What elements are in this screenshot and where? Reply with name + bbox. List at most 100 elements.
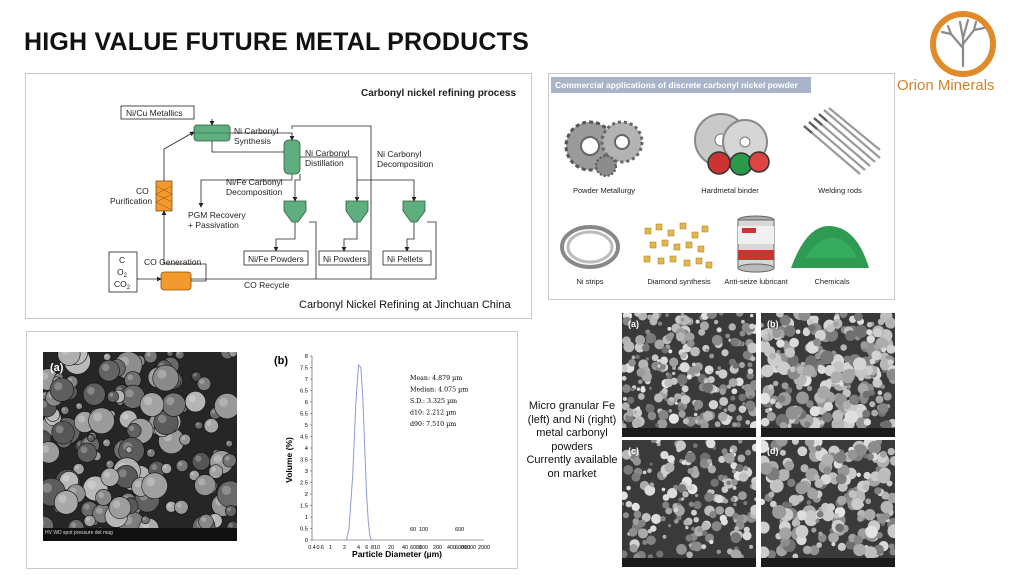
feed-label: Ni/Cu Metallics xyxy=(126,108,183,118)
y-tick-label: 8 xyxy=(305,354,308,360)
feed-box xyxy=(120,105,195,120)
sem-grid-b xyxy=(761,313,895,437)
sem-spheres-drawing xyxy=(43,352,237,541)
y-tick-label: 3.5 xyxy=(300,458,308,464)
x-tick-label: 1000 xyxy=(464,545,476,551)
particle-size-chart: (b) Volume (%) Particle Diameter (µm) 0 0… xyxy=(274,354,490,559)
co-pur-label-2: Purification xyxy=(110,196,152,206)
page-title: HIGH VALUE FUTURE METAL PRODUCTS xyxy=(24,28,530,56)
nife-label-1: Ni/Fe Carbonyl xyxy=(226,177,283,187)
y-tick-label: 3 xyxy=(305,469,308,475)
y-tick-label: 0 xyxy=(305,538,308,544)
x-tick-label: 40 xyxy=(402,545,408,551)
feed-gas-box xyxy=(108,251,138,293)
sem-footer: HV WD spot pressure det mag xyxy=(45,530,113,536)
co-purification-column xyxy=(155,180,173,212)
micro-caption-line: Micro granular Fe xyxy=(528,400,616,412)
sem-texture xyxy=(622,313,756,437)
decomp-label-2: Decomposition xyxy=(377,159,433,169)
sem-image-label: (a) xyxy=(50,362,64,374)
y-tick-label: 6.5 xyxy=(300,389,308,395)
stat-line: d90: 7.510 µm xyxy=(410,421,456,428)
app-label-powder-metallurgy: Powder Metallurgy xyxy=(572,186,636,195)
y-tick-label: 5.5 xyxy=(300,412,308,418)
micro-caption: Micro granular Fe (left) and Ni (right) … xyxy=(522,400,622,481)
co-pur-label-1: CO xyxy=(136,186,149,196)
input-c: C xyxy=(119,255,125,265)
x-tick-label: 80 xyxy=(416,545,422,551)
synthesis-label-2: Synthesis xyxy=(234,136,271,146)
inner-tick-label: 60 xyxy=(410,527,416,533)
ni-pellets-label: Ni Pellets xyxy=(387,254,423,264)
y-tick-label: 7.5 xyxy=(300,366,308,372)
x-tick-label: 8 xyxy=(371,545,374,551)
y-tick-label: 5 xyxy=(305,423,308,429)
x-tick-label: 2000 xyxy=(478,545,490,551)
inner-tick-label: 600 xyxy=(455,527,464,533)
app-label-chemicals: Chemicals xyxy=(814,277,850,286)
chart-panel-label: (b) xyxy=(274,355,288,367)
x-tick-label: 1 xyxy=(329,545,332,551)
y-tick-label: 2.5 xyxy=(300,481,308,487)
x-tick-label: 4 xyxy=(357,545,360,551)
inner-tick-label: 100 xyxy=(419,527,428,533)
chart-ylabel: Volume (%) xyxy=(284,437,294,483)
distill-label-1: Ni Carbonyl xyxy=(305,148,350,158)
diamond-synthesis-image xyxy=(643,222,713,269)
synthesis-label-1: Ni Carbonyl xyxy=(234,126,279,136)
sem-grid-a xyxy=(622,313,756,437)
stat-line: d10: 2.212 µm xyxy=(410,410,456,417)
y-tick-label: 2 xyxy=(305,492,308,498)
micro-caption-line: on market xyxy=(547,467,597,480)
anti-seize-lubricant-image xyxy=(737,215,775,273)
sem-grid-c xyxy=(622,440,756,567)
nife-powders-label: Ni/Fe Powders xyxy=(248,254,304,264)
app-label-diamond-synthesis: Diamond synthesis xyxy=(647,277,711,286)
flowchart-caption: Carbonyl Nickel Refining at Jinchuan Chi… xyxy=(299,299,511,311)
psd-curve xyxy=(345,364,372,541)
hardmetal-binder-image xyxy=(694,113,770,176)
x-tick-label: 2 xyxy=(343,545,346,551)
micro-caption-line: powders xyxy=(551,440,593,453)
stat-line: Mean: 4.879 µm xyxy=(410,375,462,382)
co-generator xyxy=(160,271,192,291)
sem-image-spheres xyxy=(43,352,237,541)
x-tick-label: 400 xyxy=(447,545,456,551)
stat-line: Median: 4.075 µm xyxy=(410,387,468,394)
x-tick-label: 0.6 xyxy=(316,545,324,551)
y-tick-label: 1 xyxy=(305,515,308,521)
micro-caption-line: (left) and Ni (right) xyxy=(527,413,617,426)
ni-pellet-decomposer xyxy=(402,200,426,223)
x-tick-label: 10 xyxy=(374,545,380,551)
nife-decomposer xyxy=(283,200,307,223)
app-label-anti-seize: Anti-seize lubricant xyxy=(724,277,788,286)
welding-rods-image xyxy=(803,107,881,175)
sem-grid-label-b: (b) xyxy=(767,319,779,329)
ni-powders-label: Ni Powders xyxy=(323,254,366,264)
micro-caption-line: metal carbonyl xyxy=(536,427,608,439)
x-tick-label: 600 xyxy=(455,545,464,551)
x-tick-label: 60 xyxy=(410,545,416,551)
x-tick-label: 800 xyxy=(461,545,470,551)
app-label-welding-rods: Welding rods xyxy=(818,186,862,195)
y-tick-label: 6 xyxy=(305,400,308,406)
sem-grid-d xyxy=(761,440,895,567)
chemicals-image xyxy=(791,225,869,268)
micro-caption-line: Currently available xyxy=(526,454,618,466)
flowchart-diagram: Carbonyl nickel refining process Ni/Cu M… xyxy=(108,88,516,293)
decomp-label-1: Ni Carbonyl xyxy=(377,149,422,159)
pgm-label-2: + Passivation xyxy=(188,220,239,230)
nife-label-2: Decomposition xyxy=(226,187,282,197)
sem-grid-label-a: (a) xyxy=(628,319,639,329)
x-tick-label: 200 xyxy=(433,545,442,551)
ni-powder-decomposer xyxy=(345,200,369,223)
orion-logo-icon xyxy=(930,11,996,77)
y-tick-label: 1.5 xyxy=(300,504,308,510)
chart-xlabel: Particle Diameter (µm) xyxy=(352,549,442,559)
x-tick-label: 6 xyxy=(365,545,368,551)
app-label-hardmetal-binder: Hardmetal binder xyxy=(701,186,759,195)
powder-metallurgy-image xyxy=(564,120,644,177)
y-tick-label: 7 xyxy=(305,377,308,383)
co-generation-label: CO Generation xyxy=(144,257,201,267)
sem-texture xyxy=(761,313,895,437)
